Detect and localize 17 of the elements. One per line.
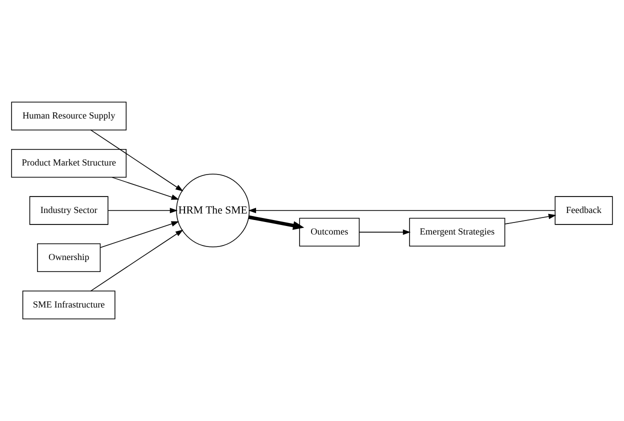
arrow: [359, 229, 411, 235]
arrow: [90, 230, 184, 292]
node-box: Feedback: [554, 196, 613, 225]
arrow: [112, 176, 180, 200]
arrow: [504, 214, 556, 224]
node-box: Industry Sector: [29, 196, 108, 225]
node-box: Emergent Strategies: [409, 218, 506, 246]
arrow: [108, 208, 178, 214]
node-box: Human Resource Supply: [11, 102, 127, 130]
arrow: [248, 208, 556, 214]
arrow: [248, 215, 304, 230]
arrow: [90, 130, 184, 192]
node-box: Ownership: [37, 243, 101, 272]
node-box: SME Infrastructure: [22, 290, 116, 320]
node-box: Product Market Structure: [11, 148, 127, 178]
node-box: Outcomes: [299, 218, 360, 246]
arrow: [100, 221, 180, 248]
